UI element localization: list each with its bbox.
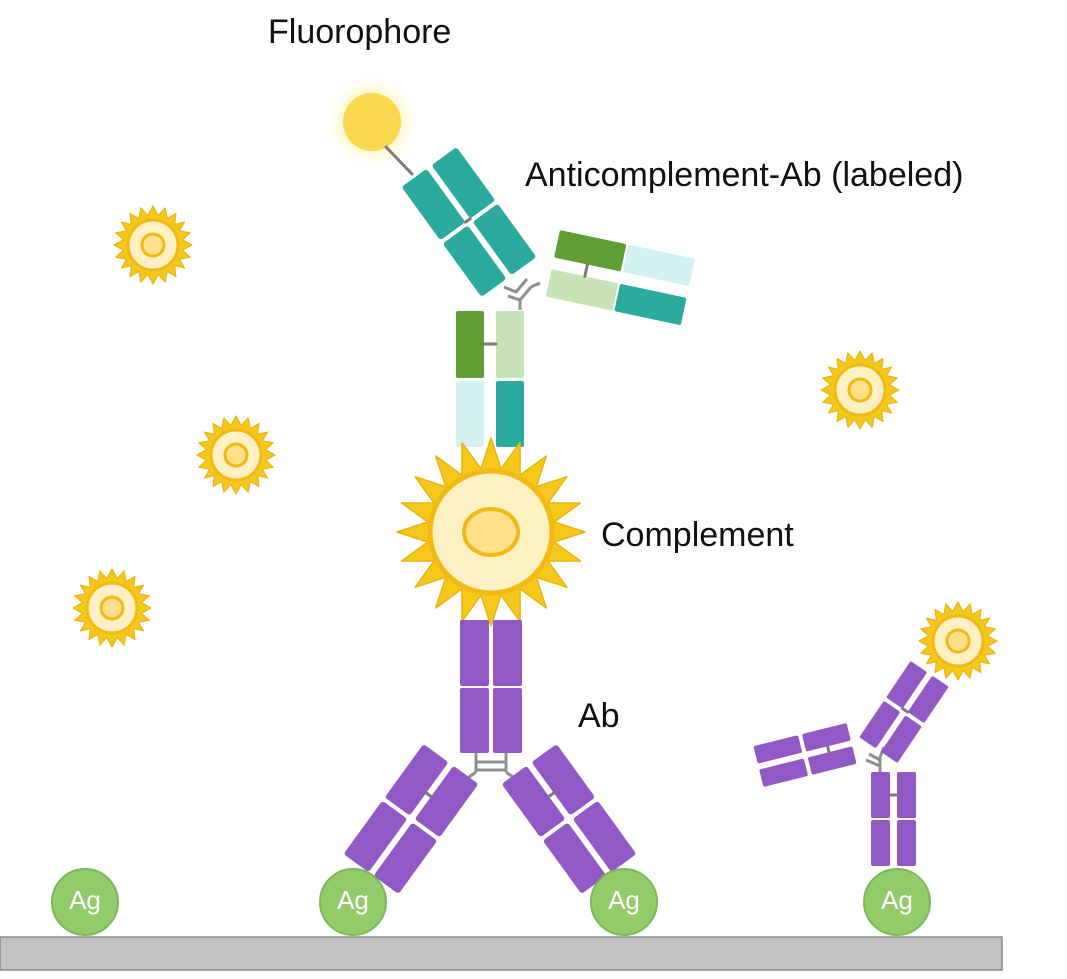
- complement-core: [462, 507, 520, 557]
- anticomplement-antibody: [402, 148, 695, 447]
- complement-large: [396, 437, 586, 627]
- antibody-label: Ab: [578, 697, 620, 735]
- fluorophore: [322, 72, 422, 176]
- free-complement: [917, 600, 999, 682]
- anticomplement-label: Anticomplement-Ab (labeled): [525, 156, 963, 194]
- complement-label: Complement: [601, 516, 794, 554]
- antigen: Ag: [319, 868, 387, 936]
- antigen: Ag: [51, 868, 119, 936]
- antigen: Ag: [863, 868, 931, 936]
- antigen-label: Ag: [881, 885, 913, 915]
- free-complement: [71, 567, 153, 649]
- main-antibody: [344, 620, 636, 893]
- small-antibody: [753, 661, 949, 866]
- antigen: Ag: [590, 868, 658, 936]
- free-complement: [112, 204, 194, 286]
- antigen-label: Ag: [69, 885, 101, 915]
- surface: [0, 936, 1003, 971]
- fluorophore-label: Fluorophore: [268, 13, 451, 51]
- free-complement: [195, 414, 277, 496]
- antigen-label: Ag: [337, 885, 369, 915]
- free-complement: [819, 349, 901, 431]
- antigen-label: Ag: [608, 885, 640, 915]
